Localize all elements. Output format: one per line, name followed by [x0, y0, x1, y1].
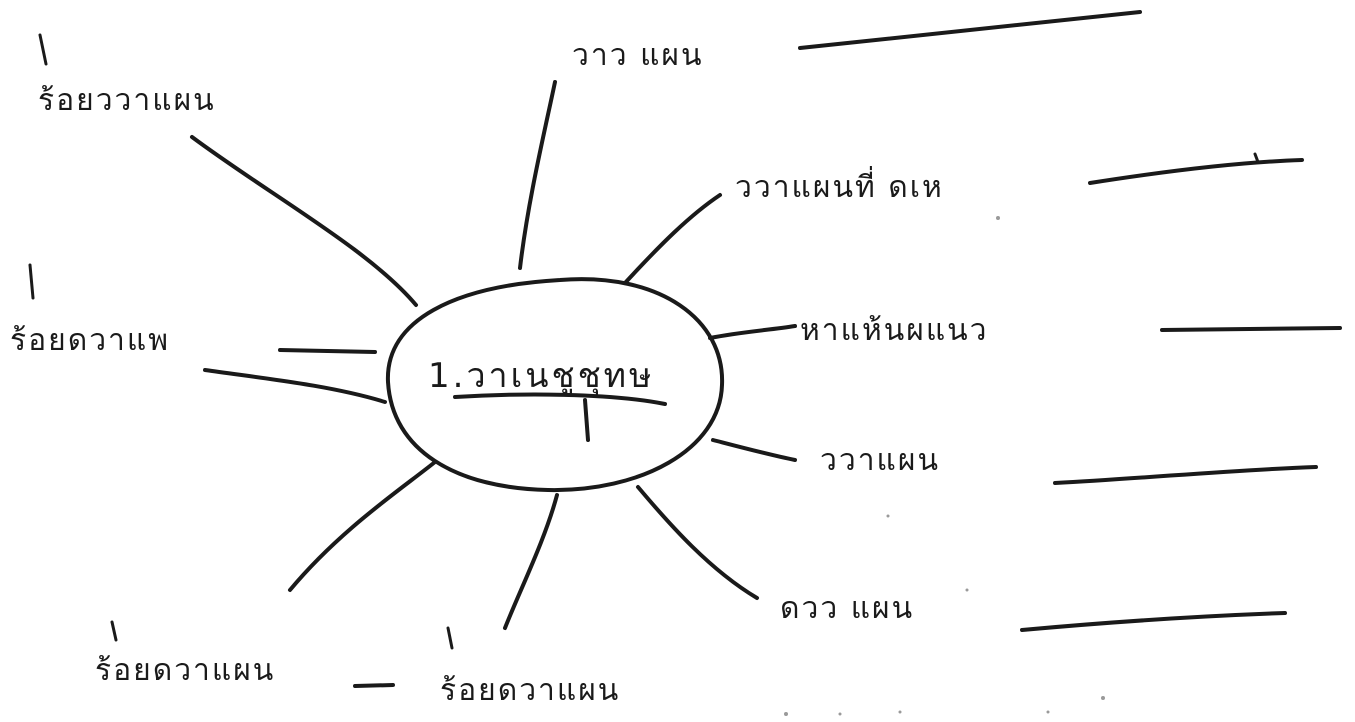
branch-label-upper-left: ร้อยววาแผน — [38, 83, 216, 118]
center-ellipse — [385, 277, 725, 493]
line-right — [1160, 326, 1342, 332]
line-lower-right — [1053, 465, 1318, 485]
tick-upper-left — [38, 33, 48, 66]
scan-dot — [838, 712, 842, 716]
line-upper-right — [1088, 158, 1304, 185]
scan-dot — [784, 712, 788, 716]
center-underline — [453, 392, 667, 406]
line-bottom-right — [1020, 611, 1287, 632]
spoke-bottom-center — [503, 493, 559, 630]
line-upper-right-tick — [1253, 152, 1260, 164]
branch-label-right: หาแห้นผแนว — [800, 313, 989, 348]
branch-label-top: วาว แผน — [572, 38, 704, 73]
tick-bottom-left — [110, 620, 118, 642]
line-top — [798, 10, 1142, 50]
branch-label-upper-right: ววาแผนที่ ดเห — [735, 166, 944, 205]
scan-dot — [886, 514, 890, 518]
spoke-bottom-left — [288, 460, 437, 592]
branch-label-bottom-left: ร้อยดวาแผน — [95, 653, 275, 688]
branch-label-lower-right: ววาแผน — [820, 443, 940, 478]
spoke-left-a — [203, 368, 387, 404]
center-underline-tick — [583, 398, 590, 442]
spoke-bottom-right — [636, 485, 759, 600]
tick-left — [28, 263, 35, 300]
spoke-lower-right — [711, 438, 797, 462]
scan-dot — [965, 588, 969, 592]
scan-dot — [996, 216, 1000, 220]
spoke-top — [518, 80, 557, 270]
spoke-left-b — [278, 348, 377, 354]
branch-label-left: ร้อยดวาแพ — [10, 323, 170, 358]
branch-label-bottom-center: ร้อยดวาแผน — [440, 673, 620, 708]
tick-bottom-center — [446, 626, 454, 650]
scan-dot — [898, 710, 902, 714]
scan-dot — [1101, 696, 1105, 700]
branch-label-bottom-right: ดวว แผน — [780, 591, 914, 626]
spoke-upper-right — [623, 193, 722, 285]
scan-dot — [1046, 710, 1050, 714]
spoke-right — [708, 324, 797, 340]
center-label: 1.วาเนชูชุทษ — [428, 356, 654, 396]
spoke-upper-left — [190, 135, 418, 307]
line-bottom-dash — [353, 683, 395, 688]
